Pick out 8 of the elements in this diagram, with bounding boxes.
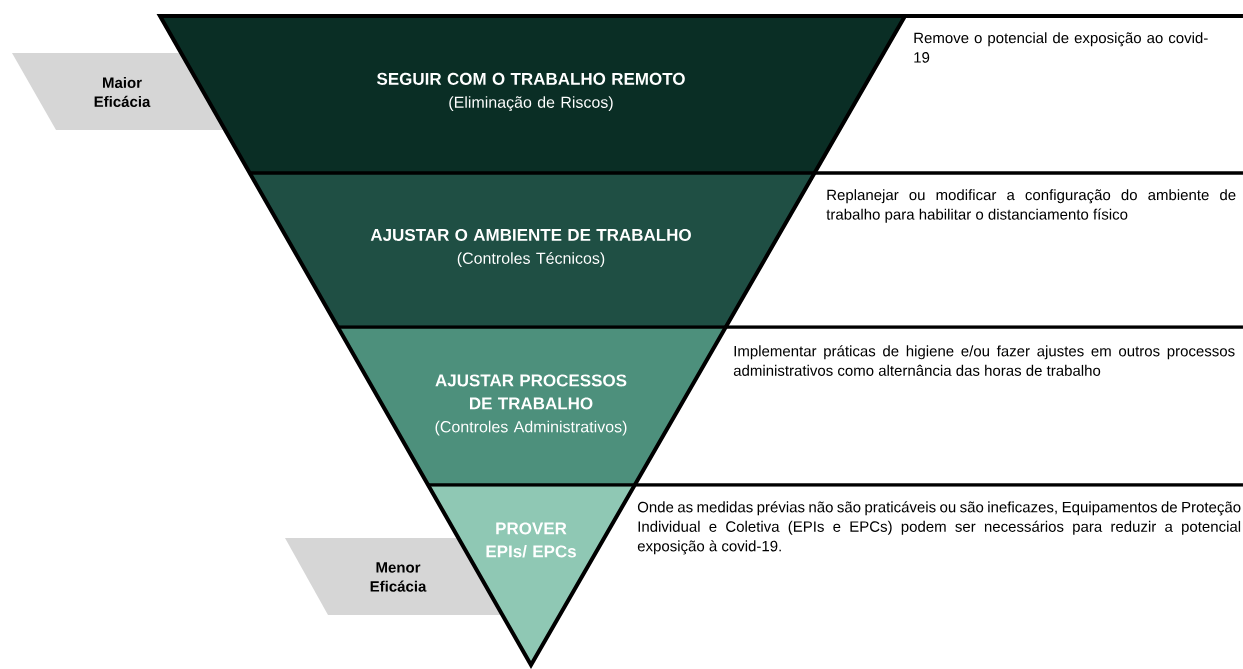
pyramid-band: PROVER EPIs/ EPCs [428,485,635,665]
pyramid-band: AJUSTAR PROCESSOS DE TRABALHO (Controles Administrativos) [337,327,726,485]
pyramid-band: SEGUIR COM O TRABALHO REMOTO (Eliminação de Riscos) [160,16,905,173]
pyramid-band: AJUSTAR O AMBIENTE DE TRABALHO (Controles Técnicos) [249,173,815,327]
description-text: Onde as medidas prévias não são praticáveis ou são ineficazes, Equipamentos de Proteção Individual e Coletiva (EPIs e EPCs) podem ser necessários para reduzir a potencial exposição à covid-19. [637,501,1241,555]
description-text: Replanejar ou modificar a configuração do ambiente de trabalho para habilitar o distanciamento físico [826,189,1236,223]
description-text: Implementar práticas de higiene e/ou fazer ajustes em outros processos administrativos como alternância das horas de trabalho [733,345,1235,376]
description-text: Remove o potencial de exposição ao covid-19 [914,32,1208,63]
